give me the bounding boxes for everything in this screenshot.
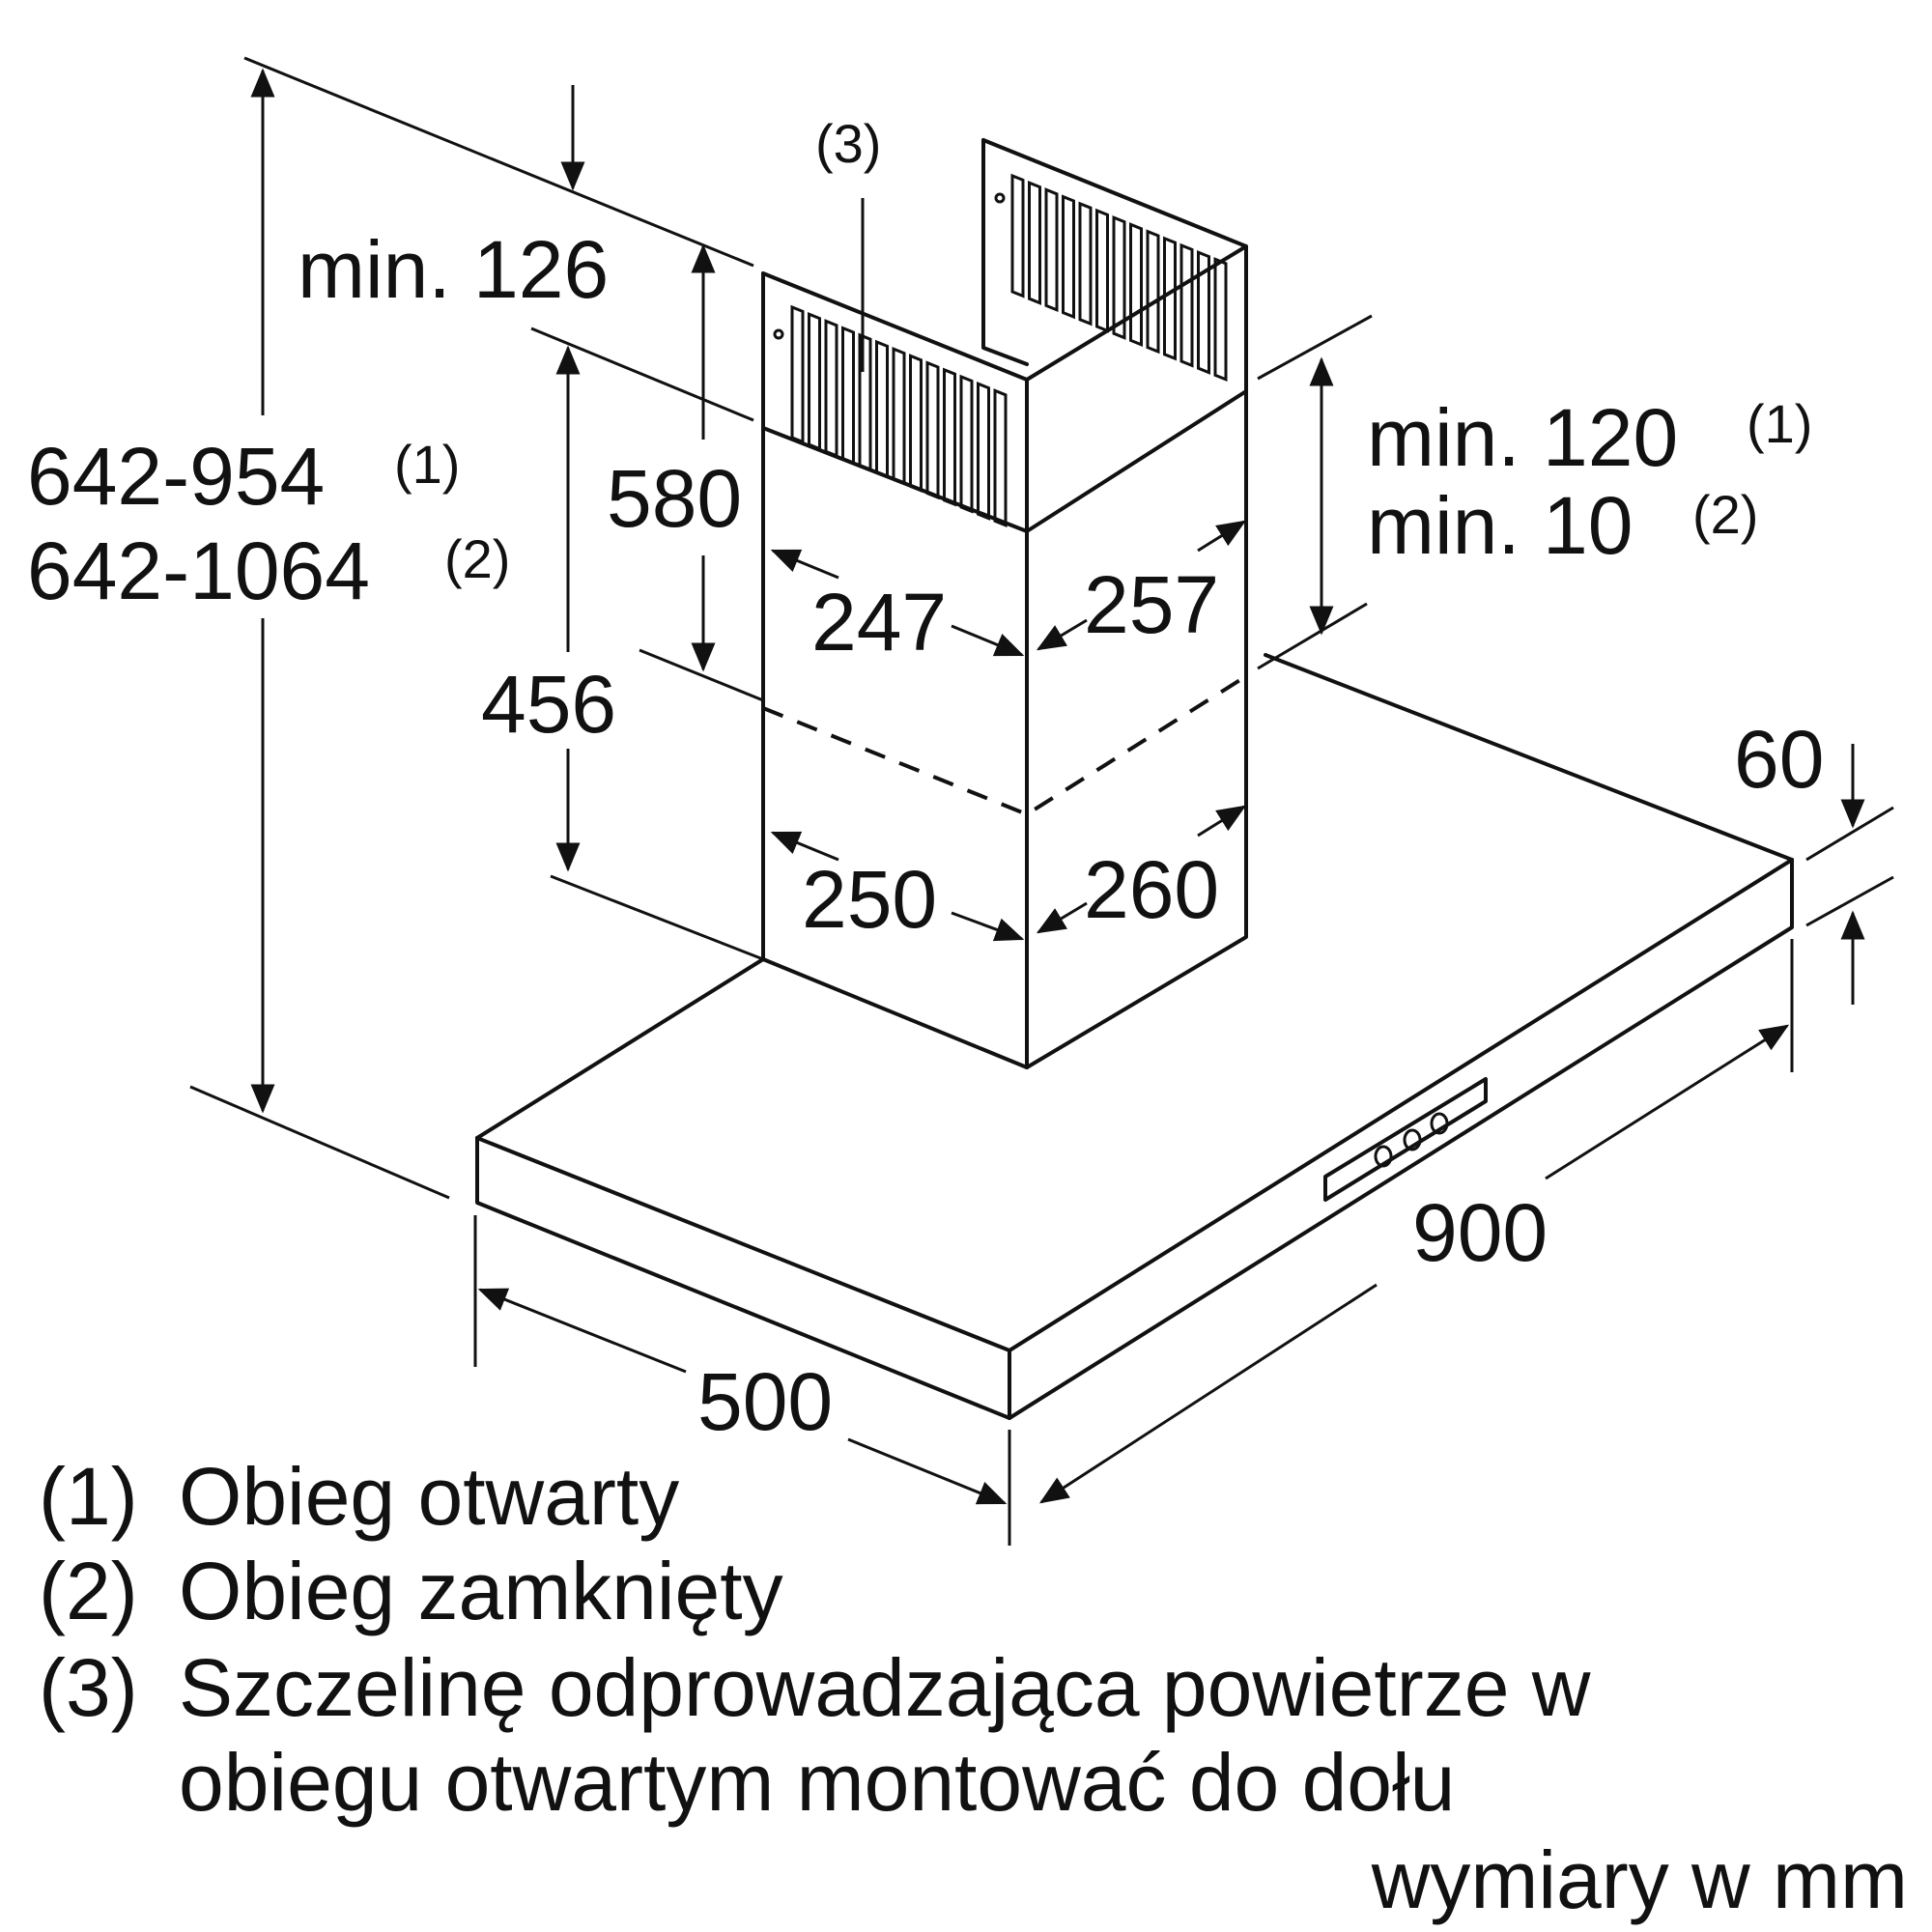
canopy-height-label: 60 xyxy=(1734,714,1824,805)
vent-slot xyxy=(1078,201,1093,327)
legend-text-2: Obieg zamknięty xyxy=(179,1546,783,1636)
three-round-buttons-icon xyxy=(1374,1112,1449,1168)
vent-slot xyxy=(943,367,956,507)
total-height-open-label: 642-954 xyxy=(27,431,325,522)
vent-slots-back xyxy=(1010,173,1228,383)
vent-slot xyxy=(1146,229,1160,355)
total-height-closed-label: 642-1064 xyxy=(27,526,370,616)
vent-reference-label: (3) xyxy=(815,113,881,174)
dimension-labels: 642-954 (1) 642-1064 (2) min. 126 580 45… xyxy=(27,113,1824,1447)
legend-text-3b: obiegu otwartym montować do dołu xyxy=(179,1737,1455,1828)
vent-slot xyxy=(824,319,838,459)
vent-slot xyxy=(1129,222,1143,348)
dimension-arrows xyxy=(250,68,1865,1505)
upper-chimney-front-edge xyxy=(1025,378,1248,533)
lower-depth-label: 250 xyxy=(802,854,937,945)
vent-slot xyxy=(1010,173,1025,298)
total-height-open-ref: (1) xyxy=(394,434,460,495)
min-gap-open-label: min. 120 xyxy=(1367,392,1678,483)
canopy xyxy=(475,653,1794,1420)
vent-slot xyxy=(1062,194,1075,320)
vent-slot xyxy=(790,304,805,444)
vent-slot xyxy=(858,332,872,472)
vent-slot xyxy=(1197,249,1210,375)
lower-chimney xyxy=(761,389,1248,1069)
vent-slot xyxy=(909,354,923,494)
upper-depth-label: 247 xyxy=(811,577,947,668)
vent-slots-side xyxy=(790,304,1008,528)
legend-text-3a: Szczelinę odprowadzająca powietrze w xyxy=(179,1642,1591,1733)
vent-slot xyxy=(1044,187,1059,313)
min-gap-closed-ref: (2) xyxy=(1692,484,1758,545)
legend: (1) Obieg otwarty (2) Obieg zamknięty (3… xyxy=(39,1451,1591,1828)
control-panel xyxy=(1323,1077,1488,1202)
vent-slot xyxy=(977,381,990,521)
vent-slot xyxy=(959,374,974,514)
vent-slot xyxy=(1179,242,1194,368)
vent-slot xyxy=(892,346,906,486)
vent-slot xyxy=(1028,180,1041,305)
min-gap-closed-label: min. 10 xyxy=(1367,480,1633,571)
vent-slot xyxy=(841,326,855,466)
legend-mark-3: (3) xyxy=(39,1642,138,1733)
vent-slot xyxy=(993,388,1008,528)
vent-slot xyxy=(875,339,889,479)
hood-outline xyxy=(475,138,1794,1420)
upper-width-label: 257 xyxy=(1084,559,1219,650)
canopy-depth-label: 500 xyxy=(697,1356,833,1447)
legend-mark-2: (2) xyxy=(39,1546,138,1636)
legend-mark-1: (1) xyxy=(39,1451,138,1542)
canopy-width-label: 900 xyxy=(1412,1187,1548,1278)
upper-chimney-height-label: 580 xyxy=(607,453,742,544)
lower-chimney-height-label: 456 xyxy=(481,659,616,750)
total-height-closed-ref: (2) xyxy=(444,528,510,589)
vent-slot xyxy=(1163,236,1177,361)
legend-text-1: Obieg otwarty xyxy=(179,1451,679,1542)
min-top-label: min. 126 xyxy=(298,224,609,315)
extension-lines xyxy=(189,56,1894,1546)
vent-slot xyxy=(1095,208,1109,333)
vent-slot xyxy=(925,360,940,500)
vent-slot xyxy=(1213,257,1228,383)
lower-width-label: 260 xyxy=(1084,844,1219,935)
units-note: wymiary w mm xyxy=(1371,1834,1908,1925)
vent-slot xyxy=(1112,214,1126,340)
min-gap-open-ref: (1) xyxy=(1747,393,1812,454)
vent-slot xyxy=(808,311,821,451)
